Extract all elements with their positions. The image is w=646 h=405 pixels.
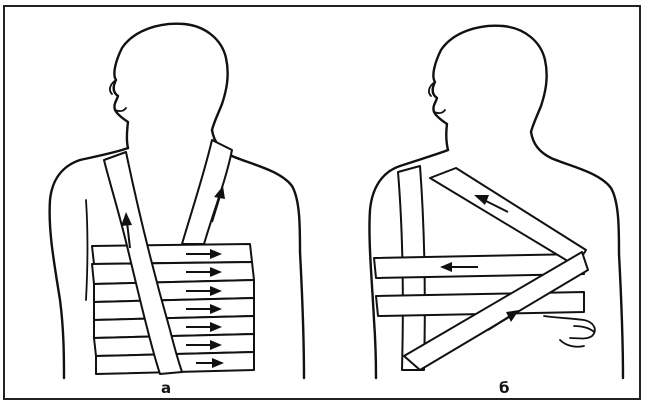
back-shoulder-strap-a	[182, 140, 232, 244]
panel-b-caption: б	[499, 381, 509, 396]
figure-b-hand	[544, 316, 595, 347]
figure-b-head	[433, 26, 547, 150]
panel-a-caption: а	[161, 381, 171, 396]
figure-a-back-arm	[300, 252, 304, 378]
upper-diagonal-band-b	[430, 168, 586, 266]
panel-a	[50, 24, 304, 378]
figure-a-arm-line	[86, 200, 88, 300]
figure-a-head	[114, 24, 228, 148]
panel-b	[369, 26, 623, 378]
